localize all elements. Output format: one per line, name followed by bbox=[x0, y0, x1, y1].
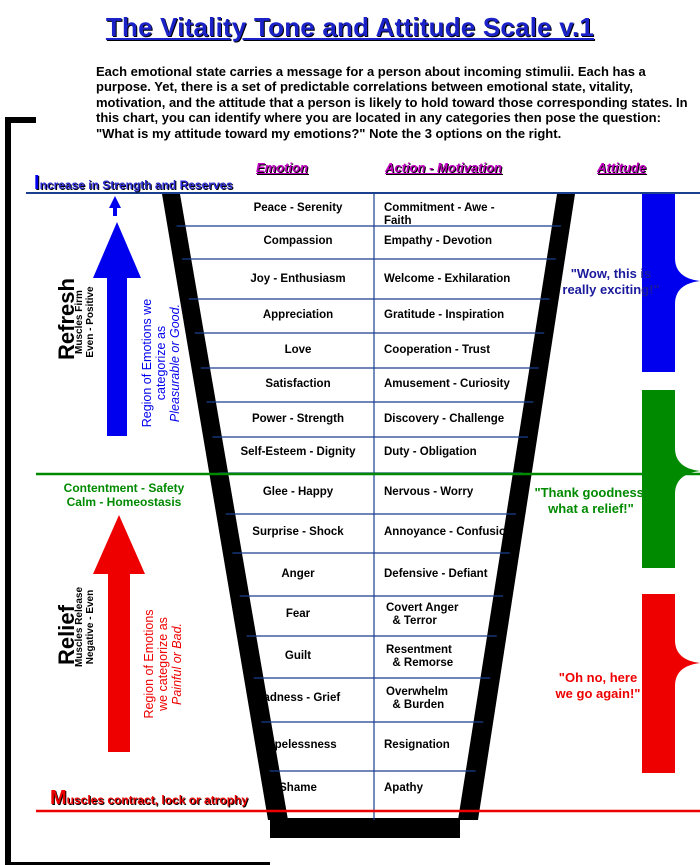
emotion-cell: Peace - Serenity bbox=[253, 202, 343, 214]
emotion-cell: Fear bbox=[285, 608, 311, 620]
bottom-bar-initial: M bbox=[50, 787, 67, 809]
emotion-cell: Anger bbox=[281, 568, 315, 580]
attitude-middle-line-2: what a relief!" bbox=[548, 501, 634, 516]
intro-paragraph: Each emotional state carries a message f… bbox=[96, 64, 688, 141]
action-cell: Covert Anger & Terror bbox=[386, 601, 459, 627]
action-cell: Gratitude - Inspiration bbox=[384, 309, 505, 321]
emotion-cell: Power - Strength bbox=[251, 413, 344, 425]
small-up-arrow-icon bbox=[109, 196, 121, 216]
relief-region-3: Painful or Bad. bbox=[170, 623, 184, 705]
emotion-cell: Hopelessness bbox=[259, 739, 337, 751]
refresh-region-3: Pleasurable or Good. bbox=[168, 303, 182, 423]
action-cell: Cooperation - Trust bbox=[384, 344, 491, 356]
emotion-cell: Love bbox=[284, 344, 312, 356]
homeostasis-line-1: Contentment - Safety bbox=[63, 481, 185, 495]
emotion-cell: Self-Esteem - Dignity bbox=[240, 446, 356, 458]
emotion-cell: Compassion bbox=[263, 235, 333, 247]
top-bar-text: ncrease in Strength and Reserves bbox=[39, 178, 233, 192]
attitude-bottom-line-2: we go again!" bbox=[555, 686, 641, 701]
homeostasis-line-2: Calm - Homeostasis bbox=[66, 495, 182, 509]
emotion-cell: Joy - Enthusiasm bbox=[250, 273, 346, 285]
refresh-up-arrow-icon bbox=[93, 222, 141, 436]
relief-region-text: Region of Emotions we categorize as Pain… bbox=[142, 579, 184, 749]
refresh-subtitle: Muscles Firm Even - Positive bbox=[74, 237, 96, 407]
attitude-bottom-line-1: "Oh no, here bbox=[558, 670, 638, 685]
left-frame bbox=[5, 117, 270, 865]
relief-region-2: we categorize as bbox=[156, 617, 170, 711]
funnel-base bbox=[270, 818, 460, 838]
header-action: Action - Motivation bbox=[385, 160, 502, 175]
attitude-top-line-2: really exciting!" bbox=[562, 282, 660, 297]
bottom-bar-label: Muscles contract, lock or atrophy bbox=[50, 787, 248, 810]
attitude-quote-bottom: "Oh no, here we go again!" bbox=[543, 670, 653, 702]
emotion-cell: Appreciation bbox=[262, 309, 334, 321]
green-brace-icon bbox=[642, 390, 700, 568]
relief-sub-2: Negative - Even bbox=[85, 589, 96, 665]
attitude-quote-top: "Wow, this is really exciting!" bbox=[556, 266, 666, 298]
action-cell: Nervous - Worry bbox=[384, 486, 474, 498]
emotion-cell: Sadness - Grief bbox=[255, 692, 341, 704]
refresh-region-1: Region of Emotions we bbox=[140, 298, 154, 428]
red-brace-icon bbox=[642, 594, 700, 773]
action-cell: Discovery - Challenge bbox=[384, 413, 505, 425]
action-cell: Amusement - Curiosity bbox=[384, 378, 510, 390]
top-bar-label: Increase in Strength and Reserves bbox=[34, 172, 233, 195]
refresh-sub-2: Even - Positive bbox=[85, 286, 96, 358]
header-attitude: Attitude bbox=[597, 160, 647, 175]
attitude-middle-line-1: "Thank goodness, bbox=[534, 485, 648, 500]
attitude-top-line-1: "Wow, this is bbox=[570, 266, 652, 281]
page-title: The Vitality Tone and Attitude Scale v.1 bbox=[105, 12, 595, 42]
funnel-left-wall bbox=[162, 194, 288, 820]
relief-subtitle: Muscles Release Negative - Even bbox=[74, 542, 96, 712]
action-cell: Resignation bbox=[384, 739, 450, 751]
action-cell: Annoyance - Confusion bbox=[384, 526, 514, 538]
refresh-region-text: Region of Emotions we categorize as Plea… bbox=[140, 273, 182, 453]
bottom-bar-text: uscles contract, lock or atrophy bbox=[66, 793, 249, 807]
action-cell: Duty - Obligation bbox=[384, 446, 477, 458]
emotion-cell: Satisfaction bbox=[265, 378, 331, 390]
emotion-cell: Shame bbox=[279, 782, 317, 794]
relief-region-1: Region of Emotions bbox=[142, 609, 156, 719]
action-cell: Apathy bbox=[384, 782, 423, 794]
emotion-cell: Surprise - Shock bbox=[252, 526, 344, 538]
action-cell: Defensive - Defiant bbox=[384, 568, 488, 580]
refresh-region-2: categorize as bbox=[154, 325, 168, 401]
emotion-cell: Guilt bbox=[284, 650, 312, 662]
header-emotion: Emotion bbox=[256, 160, 308, 175]
relief-sub-1: Muscles Release bbox=[74, 586, 85, 668]
top-bar-initial: I bbox=[34, 172, 40, 194]
action-cell: Welcome - Exhilaration bbox=[384, 273, 511, 285]
action-cell: Empathy - Devotion bbox=[384, 235, 492, 247]
action-cell: Commitment - Awe - Faith bbox=[384, 202, 495, 227]
attitude-quote-middle: "Thank goodness, what a relief!" bbox=[526, 485, 656, 517]
emotion-cell: Glee - Happy bbox=[262, 486, 334, 498]
funnel-right-wall bbox=[458, 194, 575, 820]
action-cell: Overwhelm & Burden bbox=[386, 685, 448, 711]
relief-up-arrow-icon bbox=[93, 515, 145, 752]
refresh-sub-1: Muscles Firm bbox=[74, 290, 85, 354]
homeostasis-label: Contentment - Safety Calm - Homeostasis bbox=[44, 481, 204, 509]
action-cell: Resentment & Remorse bbox=[386, 643, 454, 669]
blue-brace-icon bbox=[642, 194, 700, 372]
